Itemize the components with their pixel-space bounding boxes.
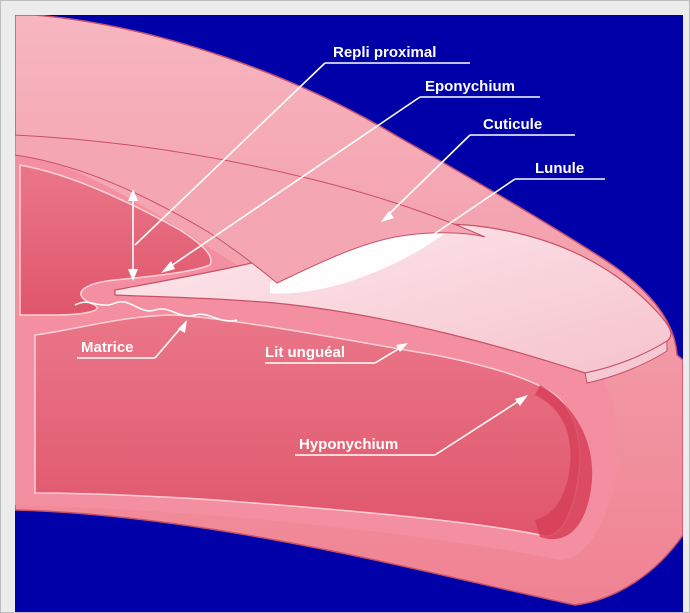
label-hyponychium: Hyponychium <box>299 436 398 453</box>
label-matrice: Matrice <box>81 339 134 356</box>
label-repli-proximal: Repli proximal <box>333 44 436 61</box>
label-lunule: Lunule <box>535 160 584 177</box>
diagram-canvas: Repli proximal Eponychium Cuticule Lunul… <box>15 15 683 612</box>
label-cuticule: Cuticule <box>483 116 542 133</box>
nail-anatomy-diagram: Repli proximal Eponychium Cuticule Lunul… <box>15 15 683 612</box>
label-eponychium: Eponychium <box>425 78 515 95</box>
label-lit-ungueal: Lit unguéal <box>265 344 345 361</box>
